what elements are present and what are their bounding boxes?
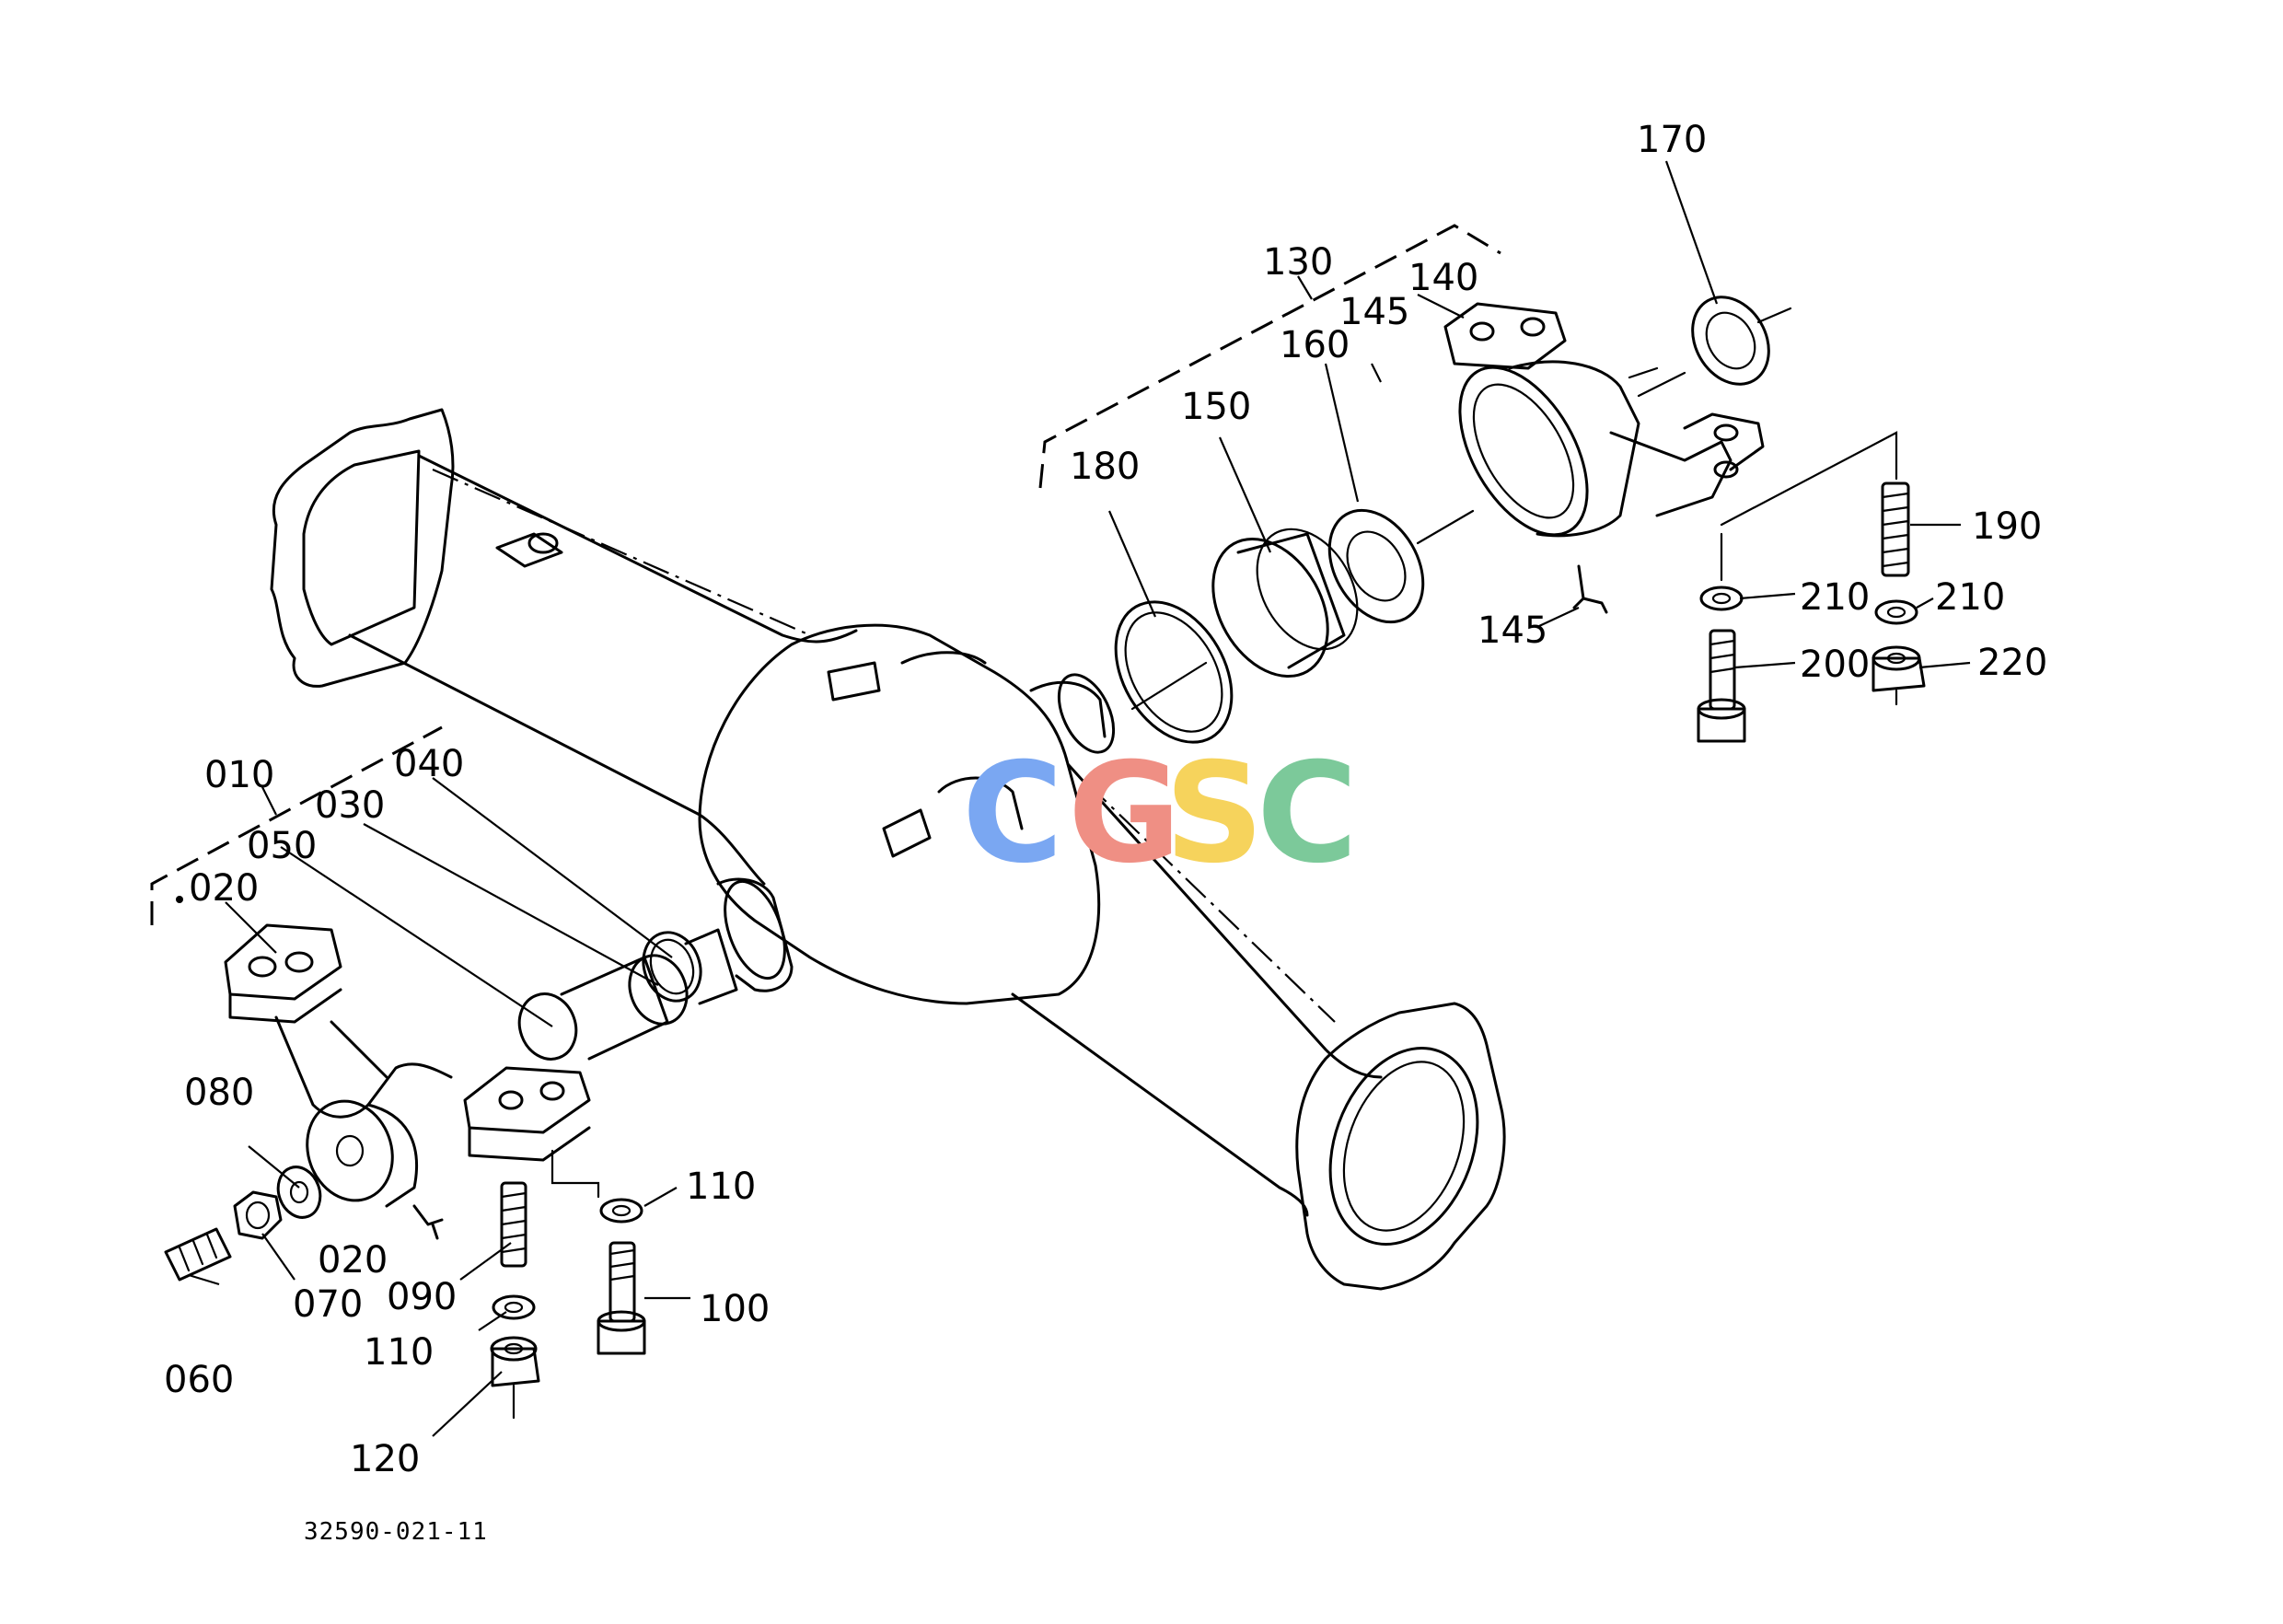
callout-020-upper: 020	[189, 867, 259, 910]
watermark-letter-1: C	[962, 734, 1063, 894]
callout-090: 090	[387, 1276, 457, 1318]
callout-190: 190	[1972, 505, 2042, 548]
callout-100: 100	[700, 1288, 770, 1330]
callout-145-lower: 145	[1478, 609, 1547, 652]
callout-200: 200	[1800, 644, 1870, 686]
callout-120: 120	[350, 1438, 420, 1480]
callout-160: 160	[1280, 324, 1350, 366]
leader-lines	[176, 160, 1971, 1437]
callout-060: 060	[164, 1359, 234, 1401]
callout-010: 010	[204, 754, 274, 796]
watermark-letter-2: G	[1068, 734, 1181, 894]
callout-labels: 010 020 050 030 040 080 020 070 060 090 …	[164, 119, 2047, 1480]
watermark-letter-3: S	[1165, 734, 1264, 894]
callout-080: 080	[184, 1072, 254, 1114]
callout-180: 180	[1070, 446, 1140, 488]
callout-110-lower: 110	[364, 1331, 434, 1374]
callout-070: 070	[293, 1283, 363, 1326]
right-bracket-assembly	[1038, 224, 1926, 744]
callout-030: 030	[315, 784, 385, 827]
callout-210-left: 210	[1800, 576, 1870, 619]
watermark: C G S C	[962, 734, 1358, 894]
callout-140: 140	[1408, 257, 1478, 299]
callout-150: 150	[1181, 386, 1251, 428]
callout-145-upper: 145	[1339, 291, 1409, 333]
axle-housing	[270, 408, 1506, 1291]
drawing-number: 32590-021-11	[304, 1518, 488, 1546]
callout-130: 130	[1263, 241, 1333, 284]
callout-040: 040	[394, 743, 464, 785]
callout-210-right: 210	[1935, 576, 2005, 619]
watermark-letter-4: C	[1257, 734, 1358, 894]
callout-020-lower: 020	[318, 1239, 388, 1282]
callout-110-upper: 110	[686, 1166, 756, 1208]
callout-050: 050	[247, 825, 317, 867]
left-bracket-assembly	[150, 725, 738, 1420]
callout-220: 220	[1977, 642, 2047, 684]
callout-170: 170	[1637, 119, 1707, 161]
